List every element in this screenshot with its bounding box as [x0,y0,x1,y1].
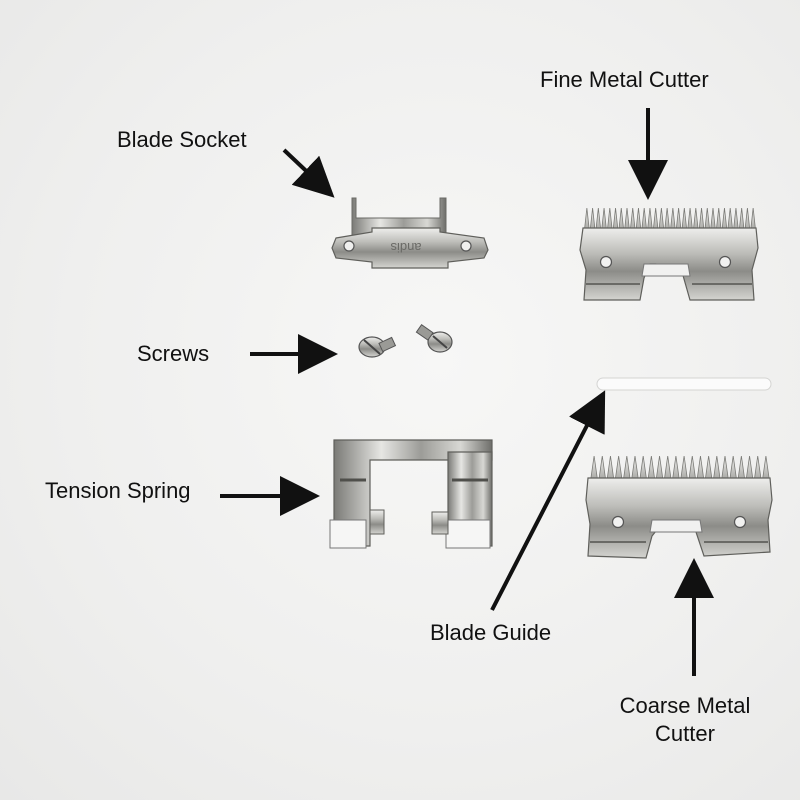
screw-right [415,324,453,353]
cutter-tooth [721,207,728,231]
cutter-tooth [744,207,751,231]
label-blade-socket: Blade Socket [117,127,247,152]
cutter-tooth [652,207,659,231]
cutter-tooth [692,207,699,231]
cutter-tooth [672,455,680,481]
cutter-tooth [721,455,729,481]
cutter-tooth [704,207,711,231]
cutter-tooth [635,207,642,231]
fine-metal-cutter [579,207,759,301]
cutter-tooth [704,455,713,481]
cutter-tooth [750,207,756,231]
cutter-tooth [639,455,648,481]
cutter-tooth [733,207,739,231]
tension-spring [329,439,493,549]
cutter-tooth [595,207,602,231]
cutter-tooth [727,207,734,231]
cutter-tooth [606,207,613,231]
cutter-tooth [606,455,615,481]
label-blade-guide: Blade Guide [430,620,552,645]
cutter-tooth [762,455,770,481]
cutter-tooth [712,455,721,481]
cutter-tooth [629,207,636,231]
cutter-tooth [737,455,746,481]
label-fine-metal-cutter: Fine Metal Cutter [540,67,709,92]
cutter-tooth [601,207,607,231]
coarse-cutter-teeth [590,455,770,481]
cutter-tooth [753,455,762,481]
blade-guide [596,377,772,391]
arrows [220,108,714,676]
cutter-tooth [598,455,607,481]
cutter-tooth [655,455,664,481]
screw-left [358,336,397,358]
cutter-tooth [729,455,738,481]
label-coarse-line-1: Coarse Metal [619,693,751,718]
cutter-tooth [696,455,705,481]
cutter-tooth [663,455,672,481]
cutter-tooth [614,455,623,481]
cutter-tooth [641,207,648,231]
arrow-blade-socket [282,148,335,198]
cutter-tooth [624,207,630,231]
cutter-tooth [738,207,745,231]
blade-socket: andis [331,197,489,269]
socket-stamp: andis [390,240,422,255]
cutter-tooth [584,207,590,231]
cutter-tooth [680,455,688,481]
label-coarse-line-2: Cutter [655,721,715,746]
screws [358,324,453,358]
label-tension-spring: Tension Spring [45,478,191,503]
cutter-tooth [590,455,598,481]
label-coarse-metal-cutter: Coarse Metal Cutter [600,692,770,748]
cutter-tooth [622,455,631,481]
cutter-tooth [745,455,754,481]
cutter-tooth [664,207,670,231]
arrow-blade-guide [490,390,606,611]
cutter-tooth [589,207,596,231]
cutter-tooth [698,207,705,231]
cutter-tooth [710,207,716,231]
cutter-tooth [618,207,625,231]
cutter-tooth [687,207,693,231]
cutter-tooth [715,207,722,231]
cutter-tooth [675,207,682,231]
label-screws: Screws [137,341,210,366]
fine-cutter-teeth [584,207,756,231]
cutter-tooth [612,207,619,231]
cutter-tooth [670,207,676,231]
cutter-tooth [681,207,688,231]
cutter-tooth [658,207,665,231]
coarse-metal-cutter [585,455,773,559]
cutter-tooth [647,207,653,231]
cutter-tooth [688,455,697,481]
cutter-tooth [647,455,656,481]
cutter-tooth [631,455,639,481]
